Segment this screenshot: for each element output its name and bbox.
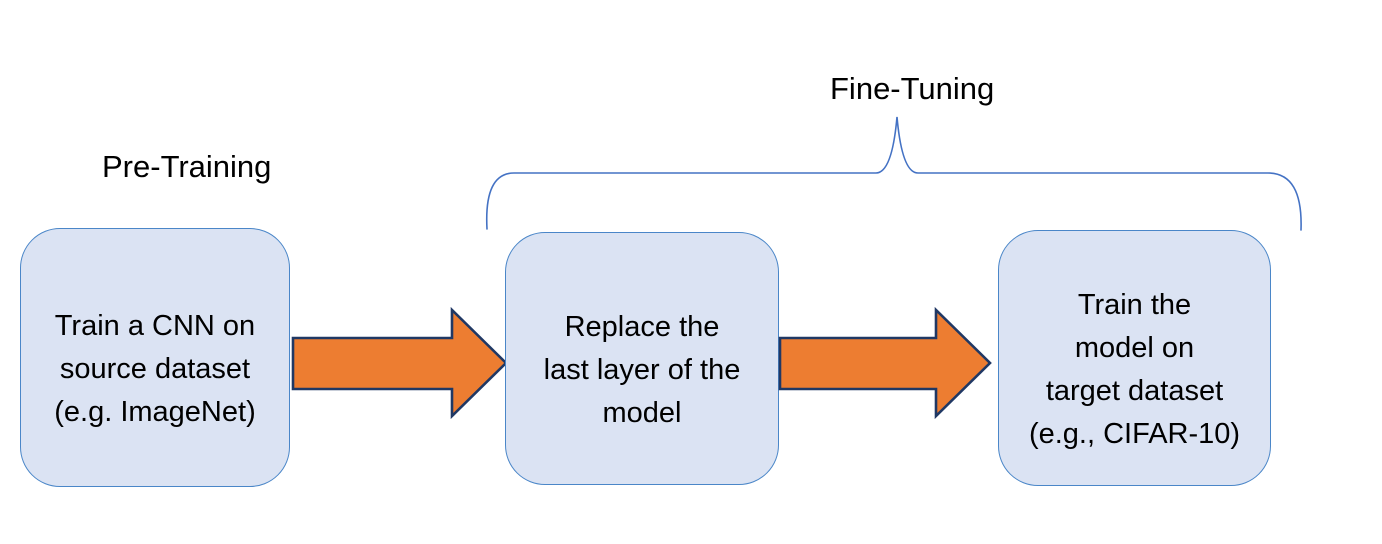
fine-tuning-label: Fine-Tuning [830, 71, 995, 106]
arrow-right-icon [778, 307, 992, 419]
box-pretrain-text: Train a CNN on source dataset (e.g. Imag… [54, 310, 256, 428]
arrow-right-icon [291, 307, 508, 419]
curly-brace-icon [485, 116, 1302, 231]
box-train-target-step: Train the model on target dataset (e.g.,… [998, 230, 1271, 486]
box-replace-layer-text: Replace the last layer of the model [543, 311, 741, 429]
pre-training-label: Pre-Training [102, 149, 272, 184]
box-train-target-text: Train the model on target dataset (e.g.,… [1028, 289, 1241, 450]
box-replace-layer-step: Replace the last layer of the model [505, 232, 779, 485]
box-pretrain-step: Train a CNN on source dataset (e.g. Imag… [20, 228, 290, 487]
